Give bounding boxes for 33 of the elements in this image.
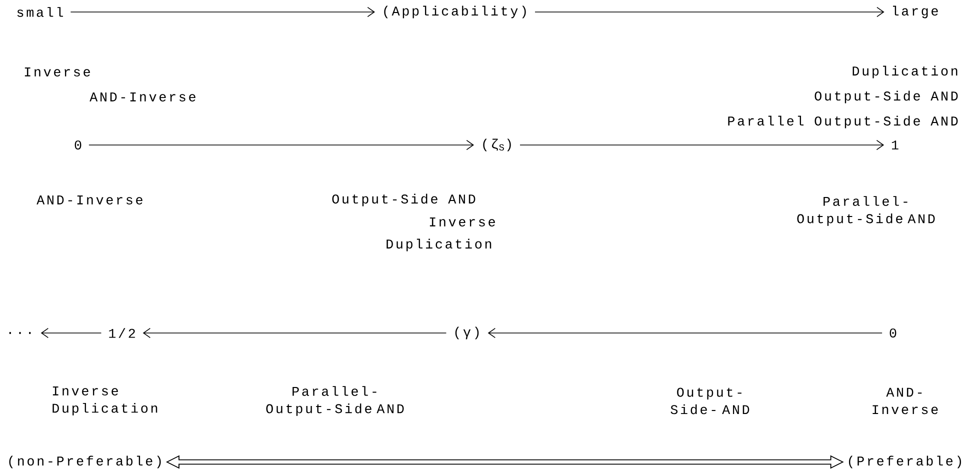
scale-label: small xyxy=(17,7,63,17)
item-label: Inverse xyxy=(24,68,90,76)
arrow xyxy=(142,328,447,338)
arrow xyxy=(520,140,884,150)
item-label: AND- Inverse xyxy=(872,388,938,414)
arrow xyxy=(40,328,102,338)
scale-label: (ζ$_{S}$) xyxy=(483,138,511,152)
scale-label: (non-Preferable) xyxy=(9,456,161,468)
item-label: Output-Side AND xyxy=(814,90,958,104)
scale-label: ... xyxy=(9,332,31,334)
scale-label: 1 xyxy=(892,140,898,150)
arrow xyxy=(70,6,375,18)
scale-label: 1/2 xyxy=(109,328,135,338)
scale-label: (γ) xyxy=(455,326,479,340)
item-label: Duplication xyxy=(386,238,492,252)
item-label: AND-Inverse xyxy=(90,92,196,102)
arrow xyxy=(488,328,882,338)
item-label: AND-Inverse xyxy=(36,196,142,204)
item-label: Parallel Output-Side AND xyxy=(728,116,958,128)
item-label: Output-Side- AND xyxy=(670,388,750,414)
item-label: Inverse Duplication xyxy=(52,386,158,416)
arrow xyxy=(534,6,884,18)
item-label: Inverse xyxy=(430,218,495,226)
scale-label: 0 xyxy=(74,140,82,150)
item-label: Parallel- Output-Side AND xyxy=(266,386,404,416)
item-label: Duplication xyxy=(852,66,958,78)
scale-label: (Applicability) xyxy=(384,6,526,18)
item-label: Output-Side AND xyxy=(332,194,476,206)
scale-label: (Preferable) xyxy=(848,456,962,468)
scale-label: 0 xyxy=(890,328,896,338)
scale-label: large xyxy=(893,6,938,18)
arrow xyxy=(88,140,474,150)
item-label: Parallel- Output-Side AND xyxy=(797,196,935,226)
